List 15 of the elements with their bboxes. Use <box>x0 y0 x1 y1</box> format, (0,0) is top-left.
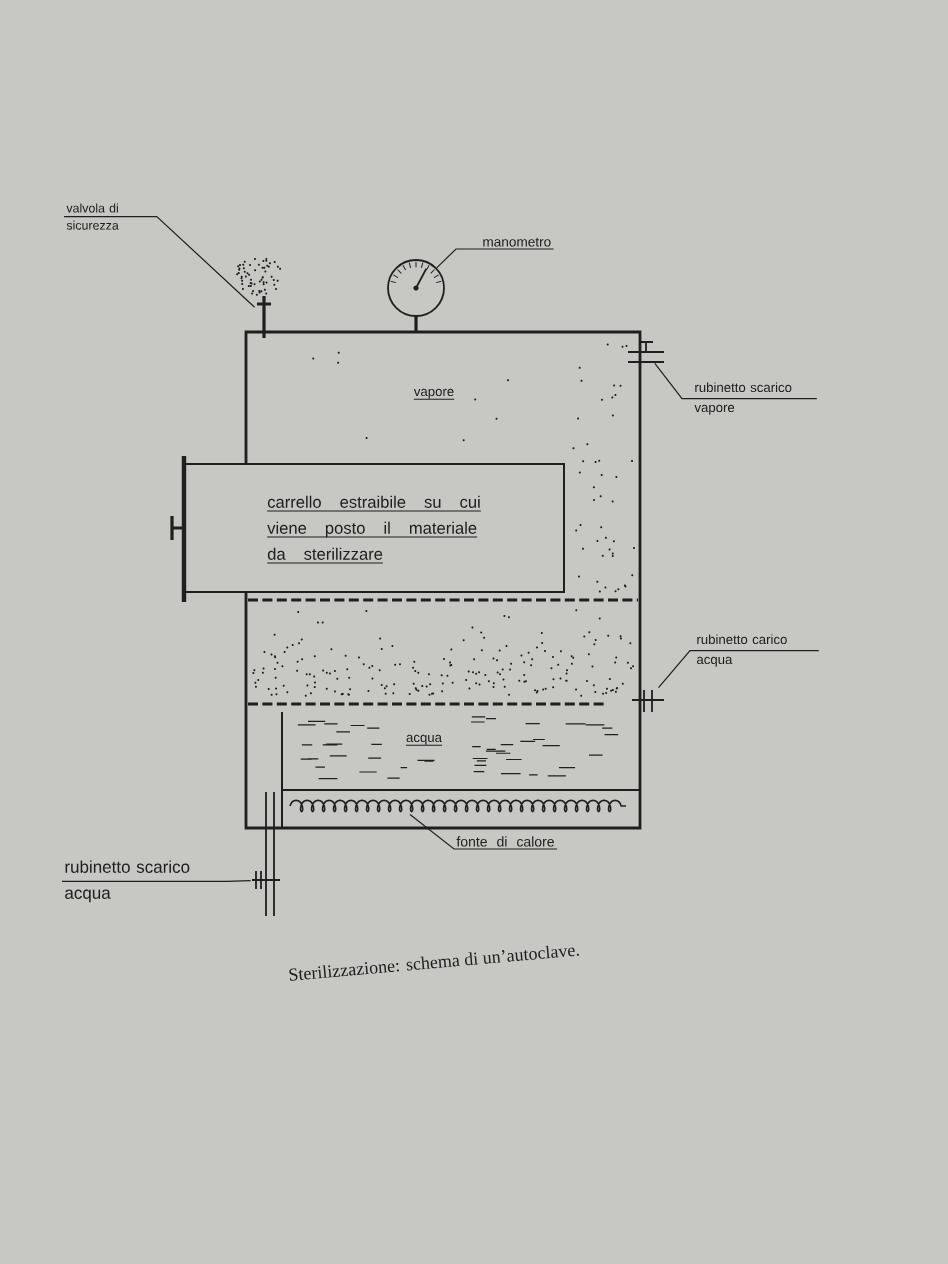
leader-line <box>409 813 558 850</box>
pressure-gauge <box>387 259 445 332</box>
valve <box>627 341 665 363</box>
leader-line <box>657 649 820 689</box>
leader-line <box>61 879 252 882</box>
heating-coil <box>289 799 627 813</box>
leader-line <box>654 362 818 400</box>
valve <box>251 870 281 890</box>
valve <box>631 689 665 713</box>
leader-line <box>436 248 555 269</box>
leader-line <box>63 215 256 308</box>
safety-valve <box>255 294 273 340</box>
figure-caption: Sterilizzazione: schema di un’autoclave. <box>289 945 579 981</box>
callout-label: rubinetto scarico acqua <box>65 860 190 903</box>
sliding-cart: carrello estraibile su cui viene posto il materiale da sterilizzare <box>181 456 565 602</box>
